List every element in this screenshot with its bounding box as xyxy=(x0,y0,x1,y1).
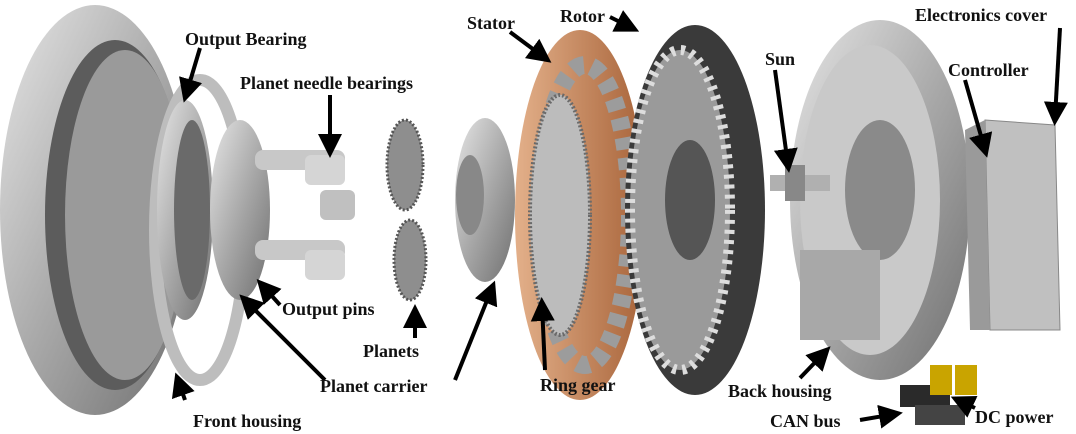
label-output-bearing: Output Bearing xyxy=(185,29,307,49)
connectors xyxy=(900,365,977,425)
output-bearing xyxy=(157,100,213,320)
back-housing xyxy=(790,20,970,380)
sun-shaft xyxy=(770,165,830,201)
label-sun: Sun xyxy=(765,49,796,69)
planets xyxy=(385,118,428,302)
label-controller: Controller xyxy=(948,60,1029,80)
label-back-housing: Back housing xyxy=(728,381,832,401)
rotor xyxy=(625,25,765,395)
carrier-output xyxy=(455,118,515,282)
label-stator: Stator xyxy=(467,13,515,33)
label-ring-gear: Ring gear xyxy=(540,375,616,395)
callout-arrows xyxy=(171,10,1068,429)
label-planets: Planets xyxy=(363,341,419,361)
ring-gear xyxy=(528,93,592,337)
planet-carrier xyxy=(210,120,355,300)
label-planet-needle-bearings: Planet needle bearings xyxy=(240,73,413,93)
label-electronics-cover: Electronics cover xyxy=(915,5,1048,25)
label-planet-carrier: Planet carrier xyxy=(320,376,428,396)
front-housing xyxy=(0,5,251,415)
label-front-housing: Front housing xyxy=(193,411,302,431)
electronics-cover xyxy=(965,119,1061,331)
label-can-bus: CAN bus xyxy=(770,411,841,431)
label-dc-power: DC power xyxy=(975,407,1054,427)
label-output-pins: Output pins xyxy=(282,299,375,319)
label-rotor: Rotor xyxy=(560,6,605,26)
